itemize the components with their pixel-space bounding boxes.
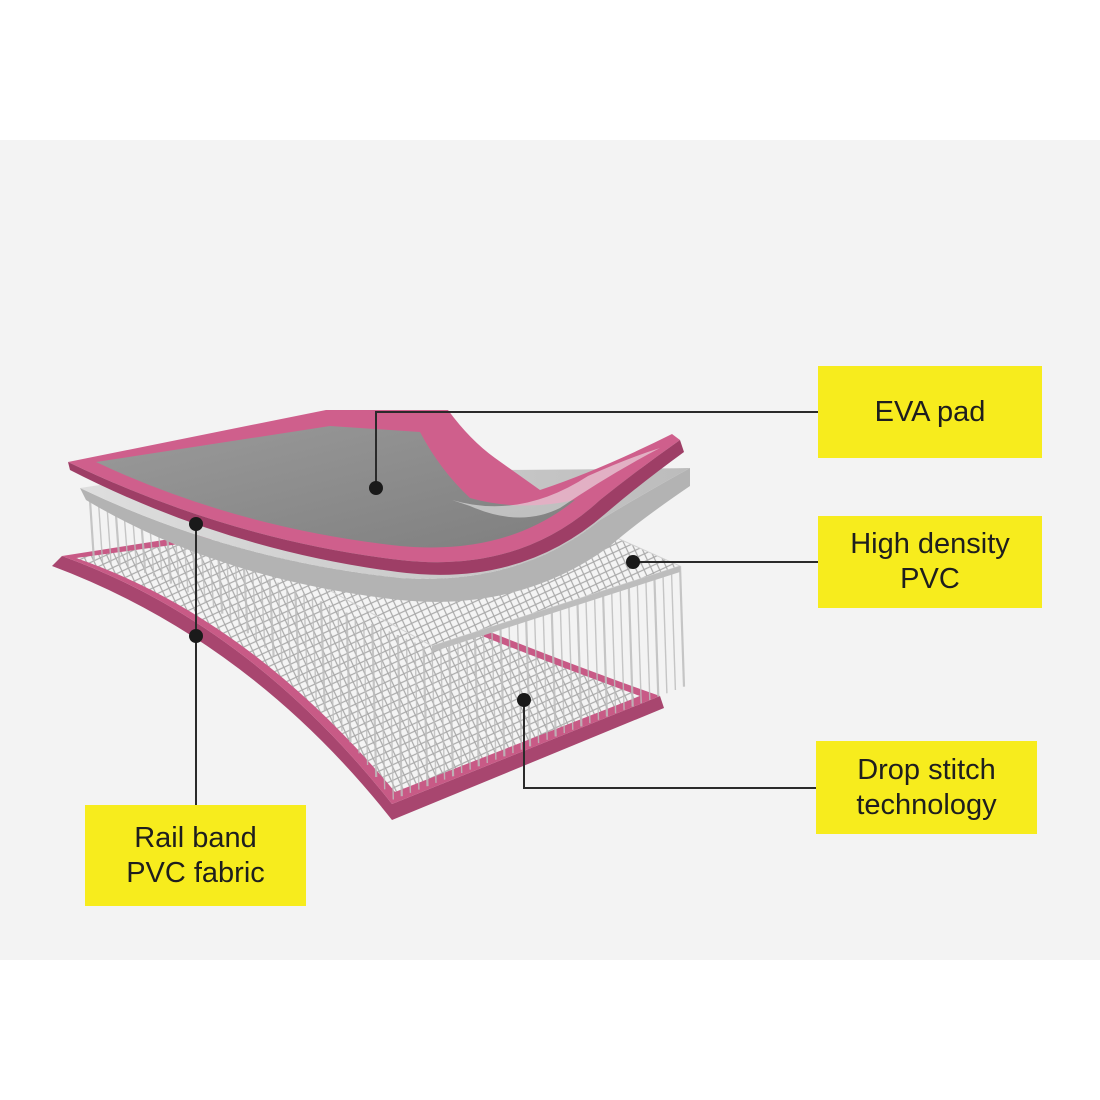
- stitch-thread: [576, 600, 583, 727]
- callout-eva-pad-line-1: EVA pad: [874, 395, 986, 428]
- stitch-thread: [132, 518, 138, 571]
- stitch-thread: [242, 567, 249, 634]
- stitch-thread: [525, 618, 532, 747]
- stitch-thread: [123, 514, 129, 568]
- stitch-thread: [157, 529, 164, 580]
- stitch-thread: [559, 606, 565, 734]
- stitch-thread: [550, 609, 557, 737]
- stitch-thread: [217, 556, 224, 614]
- stitch-thread: [319, 601, 326, 711]
- stitch-thread: [209, 552, 215, 608]
- stitch-thread: [457, 641, 463, 774]
- leader-dots: [189, 481, 640, 707]
- stitch-thread: [473, 635, 480, 767]
- stitch-thread: [533, 615, 540, 744]
- stitch-thread: [303, 593, 309, 691]
- stitch-thread: [251, 571, 258, 641]
- leader-dot-icon: [189, 629, 203, 643]
- stitch-thread: [328, 604, 335, 721]
- stitch-thread: [414, 642, 420, 790]
- leader-dot-icon: [189, 517, 203, 531]
- stitch-thread: [268, 578, 275, 656]
- stitch-thread: [601, 592, 609, 717]
- stitch-thread: [542, 612, 548, 740]
- callout-rail-band: Rail band PVC fabric: [85, 805, 306, 906]
- stitch-thread: [636, 580, 642, 704]
- leader-dot-icon: [517, 693, 531, 707]
- callout-box-high-density-pvc: [818, 516, 1042, 608]
- stitch-thread: [568, 603, 574, 730]
- stitch-thread: [431, 649, 437, 783]
- callout-box-eva-pad: [818, 366, 1042, 458]
- stitch-thread: [662, 571, 668, 694]
- stitch-thread: [149, 526, 155, 577]
- stitch-thread: [396, 634, 403, 797]
- stitch-thread: [508, 623, 514, 754]
- stitch-thread: [200, 548, 206, 603]
- stitch-thread: [286, 586, 292, 673]
- stitch-thread: [448, 644, 455, 777]
- stitch-thread: [585, 597, 591, 724]
- stitch-thread: [645, 577, 651, 701]
- stitch-thread: [422, 646, 429, 787]
- stitch-thread: [371, 623, 378, 778]
- stitch-thread: [97, 503, 104, 563]
- stitch-thread: [226, 559, 232, 620]
- stitch-thread: [183, 541, 189, 593]
- callout-drop-stitch: Drop stitch technology: [816, 741, 1037, 834]
- stitch-thread: [593, 594, 600, 720]
- callout-rail-band-line-2: PVC fabric: [126, 856, 265, 889]
- callout-high-density-pvc-line-1: High density: [850, 528, 1010, 560]
- stitch-thread: [405, 638, 412, 793]
- stitch-thread: [380, 627, 386, 790]
- stitch-thread: [627, 583, 634, 707]
- stitch-thread: [260, 574, 266, 649]
- stitch-thread: [670, 568, 677, 691]
- drop-stitch-threads: [88, 499, 686, 800]
- callout-rail-band-line-1: Rail band: [134, 821, 257, 854]
- stitch-thread: [114, 511, 121, 566]
- stitch-thread: [165, 533, 173, 584]
- stitch-thread: [234, 563, 241, 627]
- stitch-thread: [465, 638, 471, 770]
- stitch-thread: [516, 620, 523, 750]
- leader-drop-stitch: [523, 700, 816, 789]
- callout-box-drop-stitch: [816, 741, 1037, 834]
- callout-drop-stitch-line-2: technology: [856, 788, 997, 821]
- leader-dot-icon: [626, 555, 640, 569]
- stitch-thread: [362, 619, 369, 766]
- stitch-thread: [106, 507, 112, 564]
- stitch-thread: [388, 631, 394, 800]
- stitch-thread: [653, 574, 660, 697]
- stitch-thread: [140, 522, 147, 574]
- callout-box-rail-band: [85, 805, 306, 906]
- stitch-thread: [277, 582, 283, 665]
- leader-dot-icon: [369, 481, 383, 495]
- stitch-thread: [439, 647, 446, 780]
- stitch-thread: [354, 616, 360, 754]
- stitch-thread: [294, 589, 301, 682]
- leader-eva-pad: [375, 411, 818, 488]
- stitch-thread: [499, 626, 506, 757]
- stitch-thread: [311, 597, 317, 701]
- stitch-thread: [482, 632, 488, 764]
- stitch-thread: [345, 612, 352, 743]
- stitch-thread: [337, 608, 343, 732]
- leader-lines: [195, 411, 818, 805]
- bottom-rail-band: [52, 528, 664, 820]
- stitch-thread: [678, 565, 686, 687]
- callout-boxes: [85, 366, 1042, 906]
- callout-high-density-pvc-line-2: PVC: [900, 563, 960, 595]
- stitch-thread: [174, 537, 181, 588]
- stitch-thread: [619, 586, 625, 710]
- callout-eva-pad: EVA pad: [818, 366, 1042, 458]
- stitch-thread: [491, 629, 497, 760]
- stitch-thread: [610, 589, 617, 714]
- stitch-thread: [88, 499, 96, 562]
- callout-drop-stitch-line-1: Drop stitch: [857, 753, 996, 786]
- callout-high-density-pvc: High density PVC: [818, 516, 1042, 608]
